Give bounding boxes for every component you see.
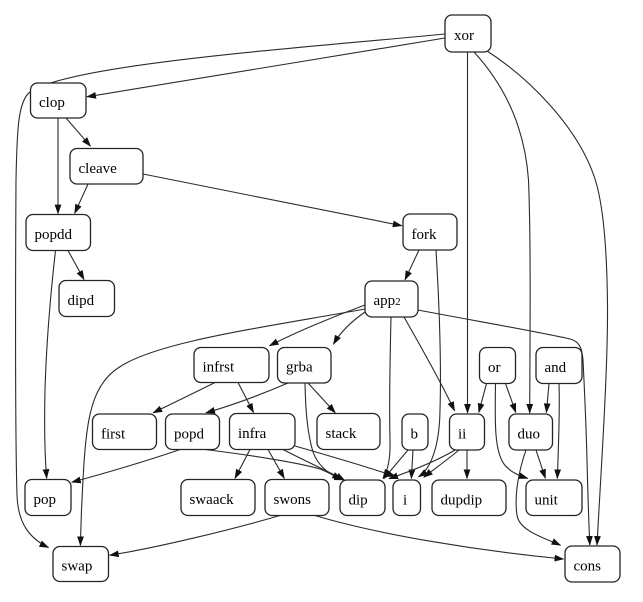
svg-text:swons: swons bbox=[274, 492, 312, 508]
svg-text:first: first bbox=[101, 427, 126, 443]
svg-text:grba: grba bbox=[286, 360, 313, 376]
svg-text:swaack: swaack bbox=[190, 492, 235, 508]
svg-text:b: b bbox=[411, 427, 419, 443]
svg-text:and: and bbox=[545, 360, 567, 376]
svg-text:i: i bbox=[403, 493, 407, 509]
svg-text:dupdip: dupdip bbox=[441, 493, 483, 509]
svg-text:or: or bbox=[488, 360, 501, 376]
svg-text:duo: duo bbox=[518, 427, 541, 443]
svg-text:app2: app2 bbox=[374, 293, 401, 309]
svg-text:popdd: popdd bbox=[35, 227, 73, 243]
svg-text:stack: stack bbox=[326, 426, 357, 442]
svg-text:popd: popd bbox=[174, 427, 205, 443]
svg-text:pop: pop bbox=[34, 492, 57, 508]
svg-text:dipd: dipd bbox=[68, 293, 95, 309]
svg-text:clop: clop bbox=[39, 95, 65, 111]
svg-text:swap: swap bbox=[62, 559, 93, 575]
svg-text:xor: xor bbox=[454, 28, 474, 44]
svg-text:fork: fork bbox=[412, 227, 437, 243]
svg-text:dip: dip bbox=[349, 493, 368, 509]
svg-text:ii: ii bbox=[458, 427, 466, 443]
svg-text:infra: infra bbox=[238, 426, 267, 442]
svg-text:infrst: infrst bbox=[203, 360, 235, 376]
svg-text:cleave: cleave bbox=[79, 161, 118, 177]
svg-text:cons: cons bbox=[574, 559, 602, 575]
svg-text:unit: unit bbox=[535, 493, 559, 509]
